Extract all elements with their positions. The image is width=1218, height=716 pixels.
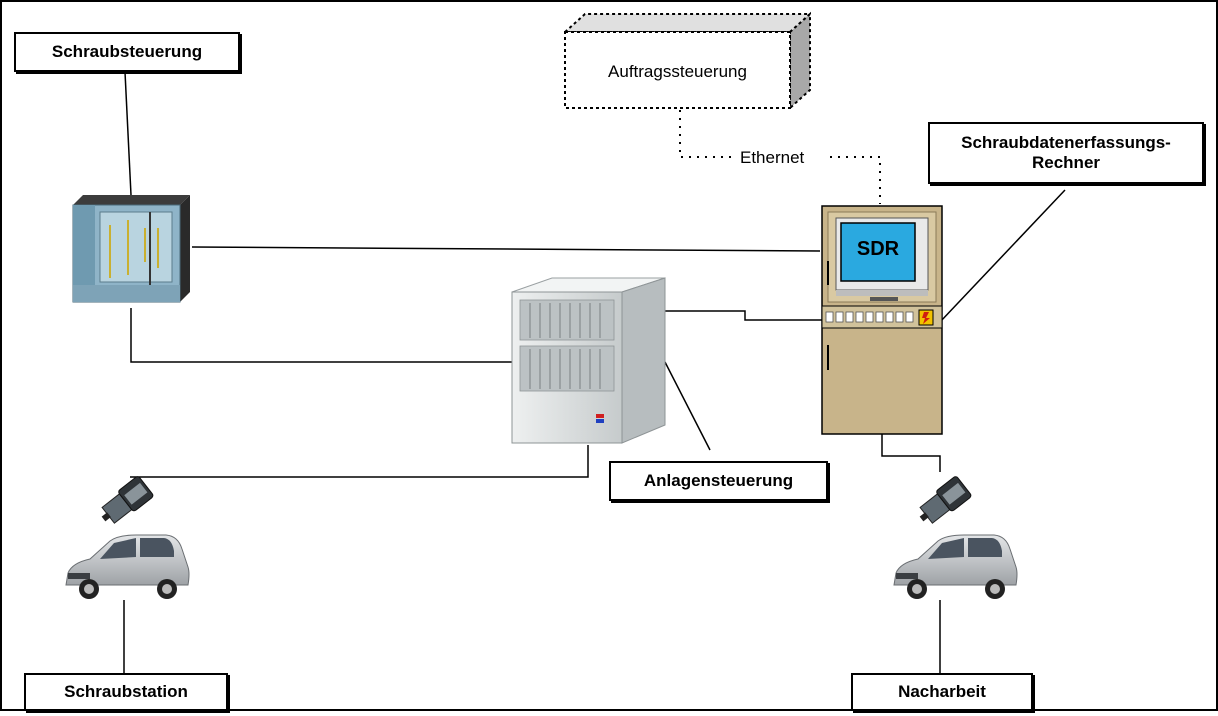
sdr-title-leader-line xyxy=(939,189,1066,323)
car-icon-2 xyxy=(893,534,1018,599)
auftragssteuerung-box xyxy=(562,11,813,111)
plc-to-sdr-line xyxy=(191,246,821,252)
anlagensteuerung-label: Anlagensteuerung xyxy=(609,461,828,501)
cabinet-to-sdr-line xyxy=(665,310,822,321)
sdr-terminal-icon xyxy=(821,205,943,435)
plc-controller-icon xyxy=(72,195,190,303)
nacharbeit-label: Nacharbeit xyxy=(851,673,1033,711)
car-icon xyxy=(65,534,190,599)
screwdriver-tool-icon-2 xyxy=(919,476,972,524)
auftragssteuerung-label: Auftragssteuerung xyxy=(608,62,747,81)
connection-lines xyxy=(123,71,1066,676)
station-to-cabinet-line xyxy=(130,445,589,478)
screwdriver-tool-icon xyxy=(101,476,154,524)
sdr-title-line1: Schraubdatenerfassungs- xyxy=(961,133,1171,152)
plc-to-cabinet-line xyxy=(130,308,512,363)
ethernet-label: Ethernet xyxy=(738,148,807,168)
control-cabinet-icon xyxy=(511,277,666,444)
nacharbeit-text: Nacharbeit xyxy=(898,682,986,701)
schraubstation-label: Schraubstation xyxy=(24,673,228,711)
schraubsteuerung-label: Schraubsteuerung xyxy=(14,32,240,72)
anlagensteuerung-leader-line xyxy=(664,361,711,451)
schraubsteuerung-leader-line xyxy=(124,71,132,196)
anlagensteuerung-text: Anlagensteuerung xyxy=(643,471,794,490)
ethernet-dotted-line xyxy=(679,110,881,204)
schraubsteuerung-text: Schraubsteuerung xyxy=(51,42,203,61)
sdr-title-label: Schraubdatenerfassungs- Rechner xyxy=(928,122,1204,184)
sdr-screen-label: SDR xyxy=(856,238,900,260)
sdr-title-line2: Rechner xyxy=(1031,153,1101,172)
schraubstation-text: Schraubstation xyxy=(64,682,188,701)
sdr-to-nacharbeit-line xyxy=(881,434,941,472)
